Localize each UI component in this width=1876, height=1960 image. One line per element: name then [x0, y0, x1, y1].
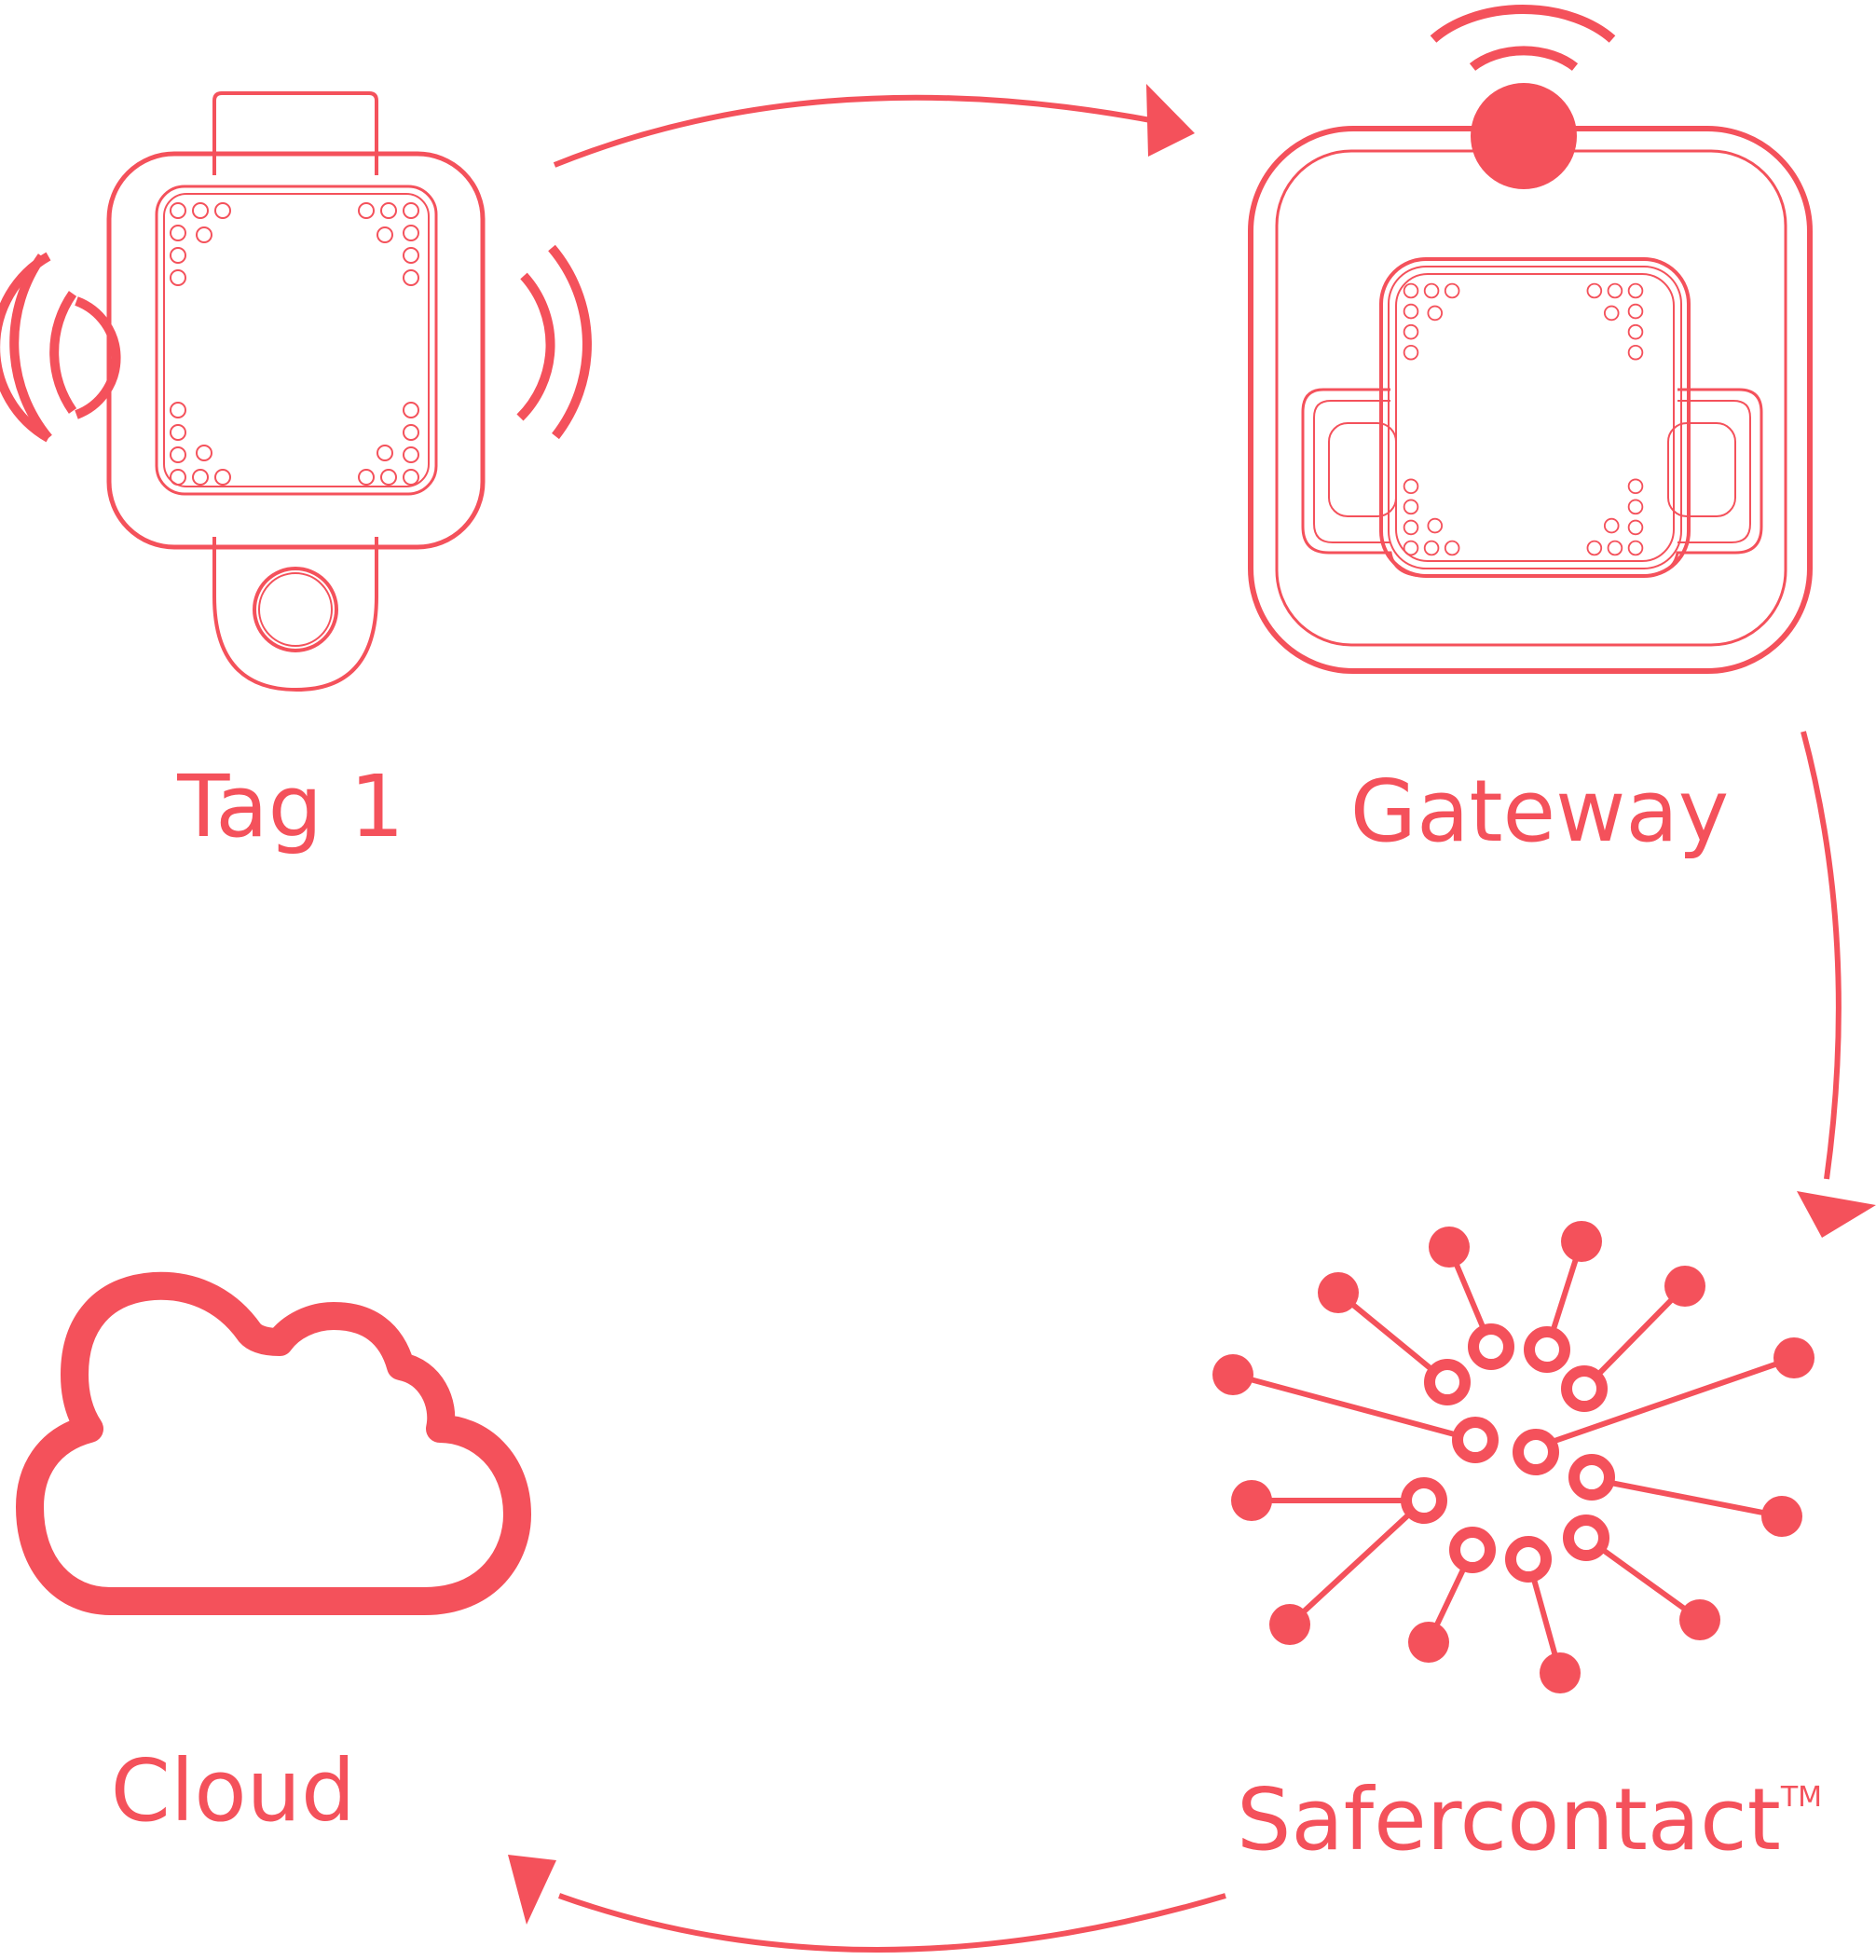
status-led-icon: [1471, 83, 1577, 189]
tag-label: Tag 1: [176, 757, 404, 857]
gateway-dock-icon: [1248, 5, 1813, 674]
signal-waves-left-icon: [9, 254, 77, 442]
network-hub-icon: [1212, 1221, 1814, 1693]
safercontact-label: SafercontactTM: [1237, 1770, 1822, 1870]
signal-waves-icon: [0, 252, 121, 443]
wifi-icon: [1430, 5, 1616, 71]
arrow-safercontact-to-cloud: [508, 1855, 1226, 1953]
trademark-mark: TM: [1780, 1781, 1822, 1814]
safercontact-name: Safercontact: [1237, 1770, 1781, 1870]
cloud-label: Cloud: [111, 1741, 356, 1841]
arrowhead-icon: [1797, 1191, 1876, 1238]
arrow-gateway-to-safercontact: [1797, 731, 1876, 1238]
cloud-icon: [16, 1271, 531, 1615]
signal-waves-right-icon: [516, 244, 592, 440]
wearable-tag-icon: [0, 91, 486, 692]
arrowhead-icon: [1146, 84, 1195, 157]
arrowhead-icon: [508, 1855, 556, 1925]
gateway-label: Gateway: [1350, 761, 1729, 861]
arrow-tag-to-gateway: [553, 84, 1195, 168]
